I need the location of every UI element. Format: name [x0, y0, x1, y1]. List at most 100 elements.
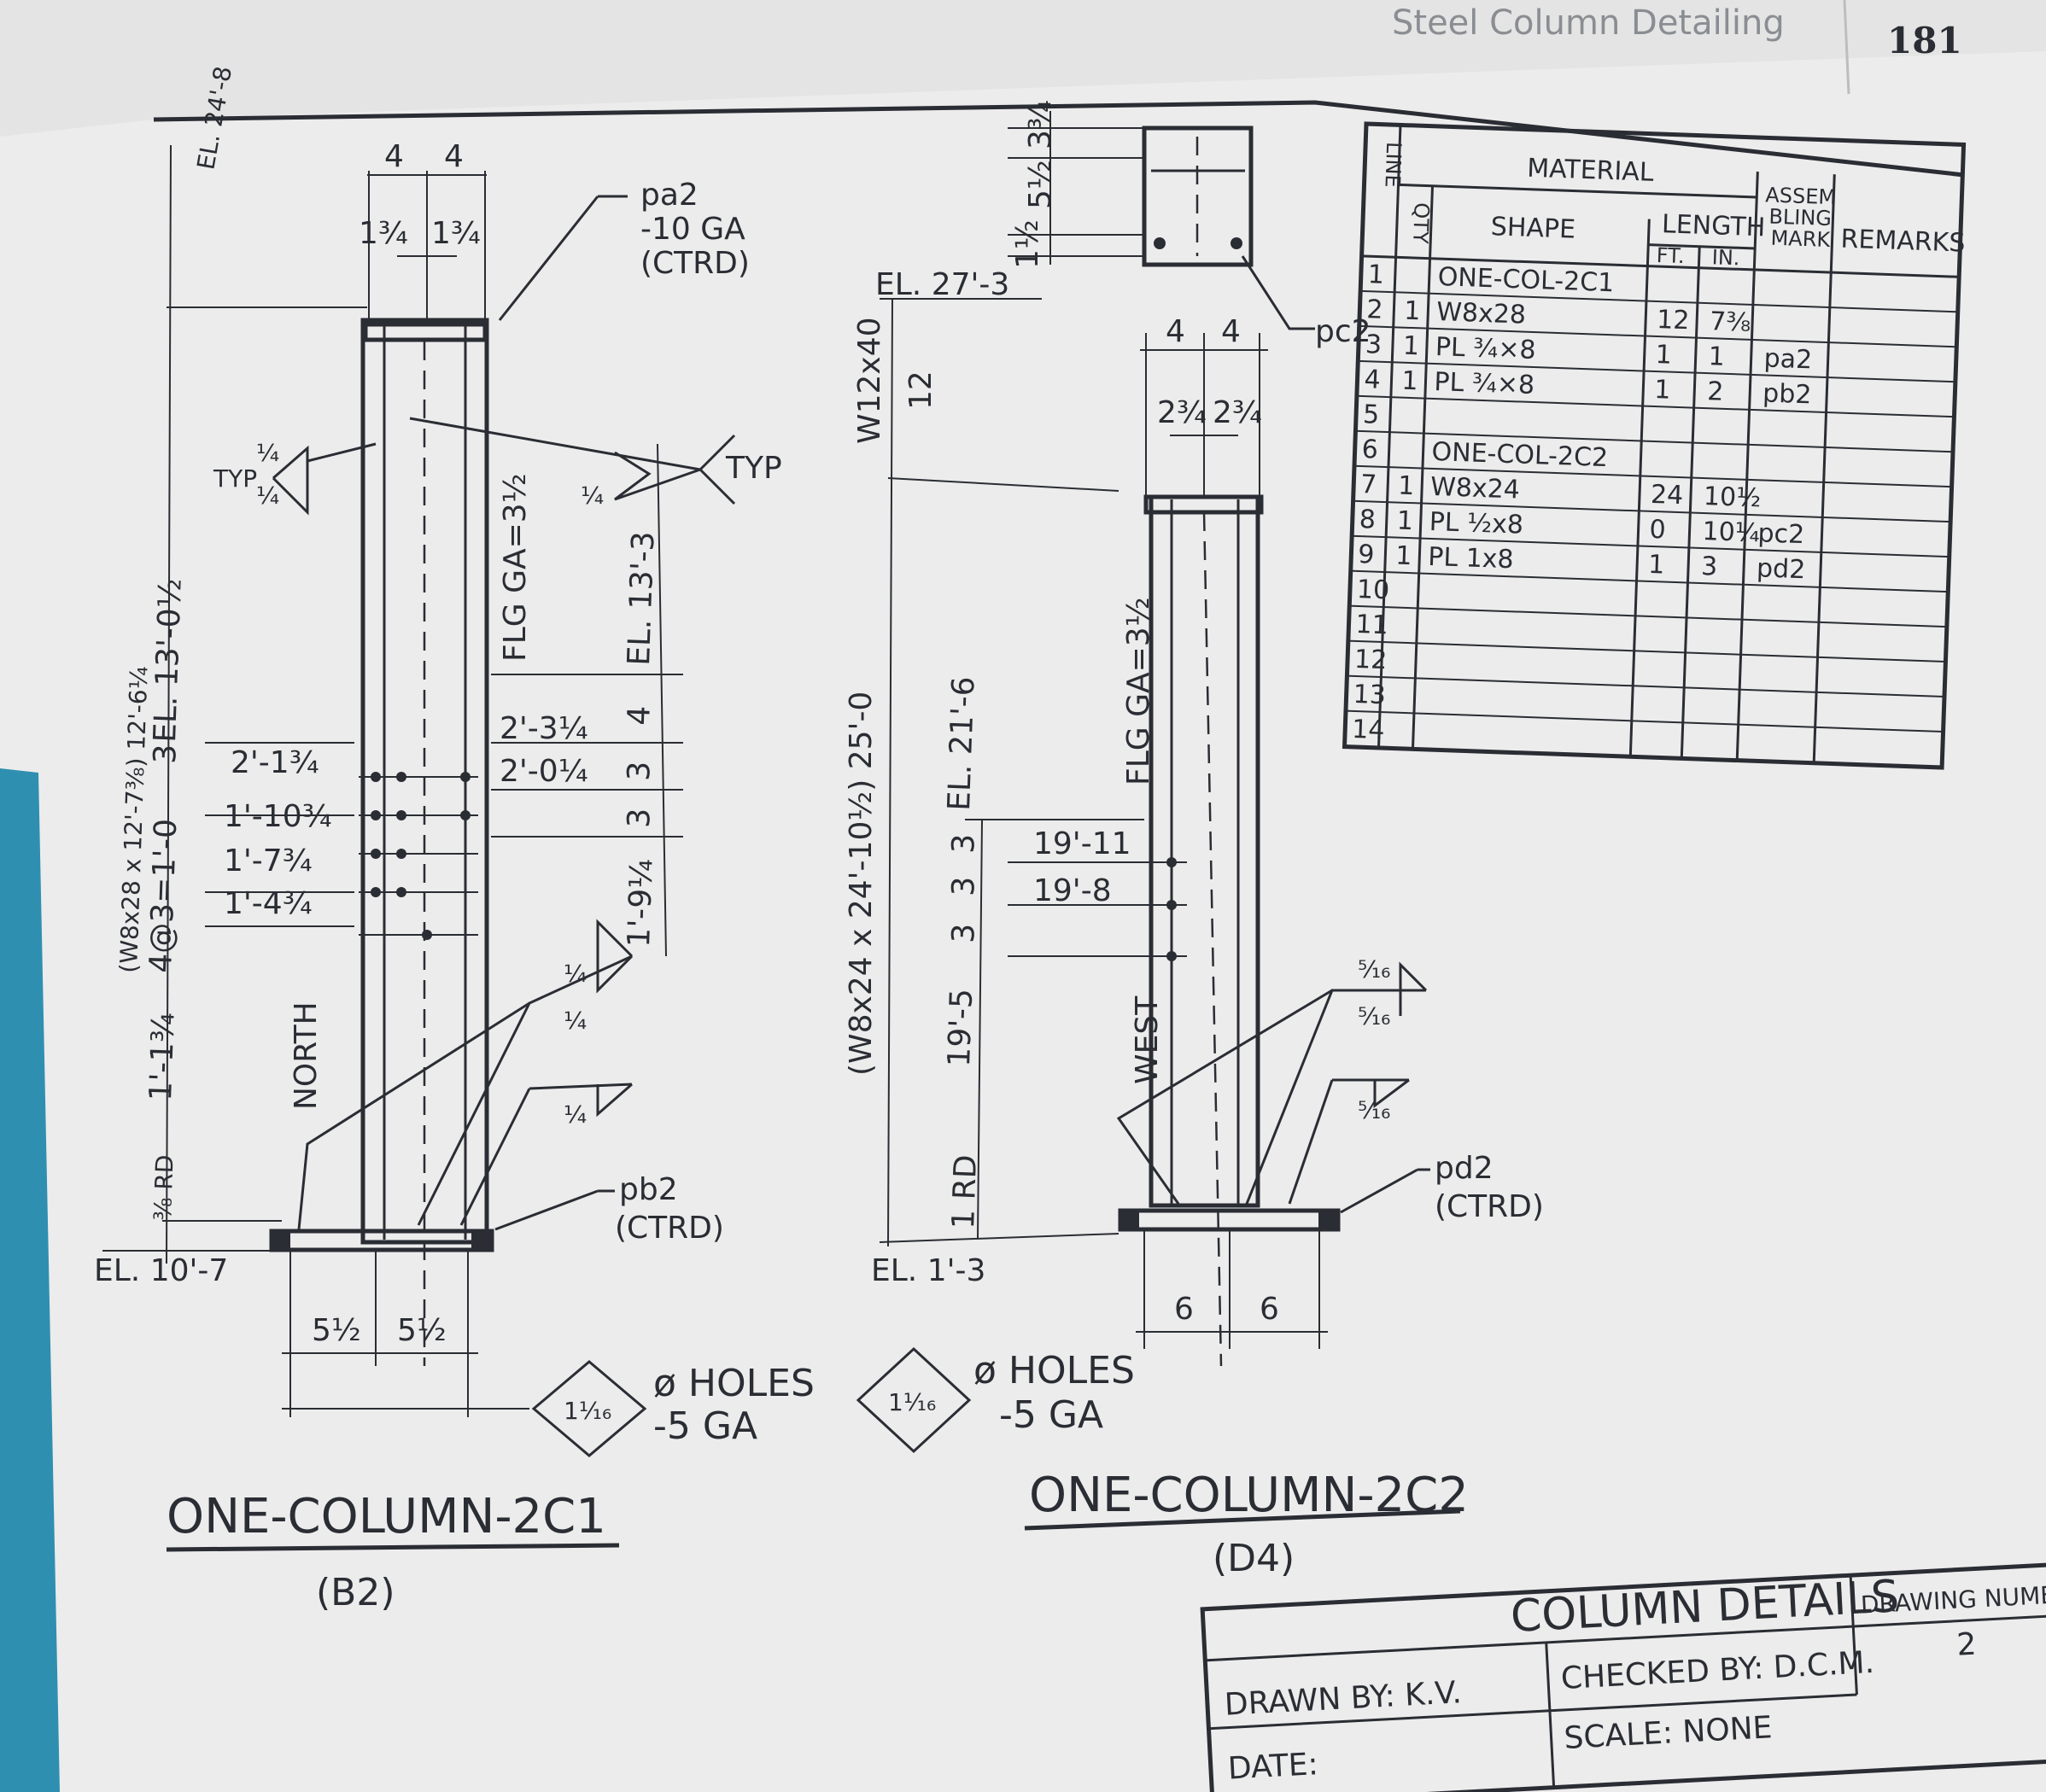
cap-plate-pc2-plan	[1142, 125, 1254, 267]
column-2c2-el-21-6: EL. 21'-6	[942, 676, 981, 812]
table-cell-shape: ONE-COL-2C2	[1431, 437, 1609, 473]
table-cell-mark: pd2	[1756, 553, 1805, 585]
table-cell-shape: PL ¾×8	[1435, 332, 1536, 365]
pa2-label: pa2	[640, 178, 699, 213]
title-block-border	[1200, 1561, 2046, 1792]
table-cell-qty: 1	[1395, 541, 1412, 572]
table-cell-line: 13	[1353, 680, 1386, 710]
table-row-rule	[1347, 674, 1945, 698]
sheet-border-top	[153, 100, 1965, 178]
table-cell-line: 4	[1364, 365, 1381, 395]
table-cell-ft: 1	[1648, 550, 1665, 581]
table-cell-ft: 0	[1649, 515, 1666, 546]
column-2c2-dim-3b: 3	[946, 876, 982, 896]
pb2-ctrd: (CTRD)	[615, 1211, 724, 1246]
column-2c2-grid-ref: (D4)	[1213, 1537, 1295, 1580]
column-2c2-top-dim-1: 4	[1166, 314, 1185, 349]
column-2c2-top-dim-3: 2¾	[1157, 395, 1207, 430]
table-cell-qty: 1	[1398, 471, 1415, 502]
table-cell-shape: PL ¾×8	[1434, 367, 1535, 400]
table-cell-line: 14	[1352, 715, 1385, 745]
base-weld-2: ¼	[564, 1007, 587, 1035]
column-2c2-dim-19-5: 19'-5	[942, 988, 979, 1067]
hole-dim-2: 1'-10¾	[224, 799, 332, 834]
weld-size-1: ¼	[256, 439, 279, 467]
holes-text-2c1: ø HOLES	[653, 1362, 815, 1405]
column-2c2-base-dim-2: 6	[1260, 1292, 1279, 1327]
pd2-label: pd2	[1435, 1151, 1494, 1186]
table-row-rule	[1360, 289, 1958, 313]
table-cell-shape: W8x28	[1436, 297, 1527, 330]
table-cell-qty: 1	[1402, 331, 1419, 362]
header-rule	[1843, 0, 1850, 95]
column-2c2-detail: 3¾ 5½ 1½ pc2 4 4 2¾ 2¾	[844, 100, 1544, 1580]
column-2c2-top-dim-4: 2¾	[1213, 395, 1262, 430]
table-cell-ft: 1	[1654, 375, 1671, 406]
column-2c1-face-north: NORTH	[289, 1001, 324, 1110]
book-title: Steel Column Detailing	[1392, 3, 1785, 43]
base-plate-hole-right	[471, 1231, 490, 1250]
base-weld-1: ¼	[564, 960, 587, 988]
table-cell-qty: 1	[1396, 506, 1413, 537]
table-cell-line: 6	[1361, 435, 1378, 465]
table-cell-qty: 1	[1401, 366, 1418, 397]
material-table: MATERIAL LINE QTY SHAPE LENGTH FT. IN. A…	[1342, 121, 1967, 770]
table-cell-ft: 1	[1655, 340, 1672, 371]
column-2c1-dim-bottom: 1'-1¾	[143, 1012, 182, 1101]
column-2c2-bottom-elevation: EL. 1'-3	[871, 1253, 985, 1288]
hole-dim-5: 2'-3¼	[500, 711, 588, 746]
column-2c1-top-dim-2: 4	[444, 139, 464, 174]
cap-dim-5-1-2: 5½	[1023, 160, 1058, 209]
column-2c2-overall-dim	[887, 298, 893, 1247]
header-remarks: REMARKS	[1840, 224, 1966, 258]
header-ft: FT.	[1656, 243, 1685, 268]
column-2c2-rd: 1 RD	[946, 1154, 984, 1229]
table-cell-line: 5	[1363, 400, 1380, 430]
column-2c1-top-dim-3: 1¾	[359, 216, 408, 251]
header-length: LENGTH	[1661, 209, 1765, 242]
previous-page-edge	[0, 0, 2046, 137]
weld-size-3: ¼	[581, 482, 604, 510]
date-label: DATE:	[1227, 1747, 1319, 1786]
header-qty: QTY	[1408, 202, 1434, 244]
column-2c1-right-dim-1-9: 1'-9¼	[622, 858, 660, 948]
column-2c2-dim-3a: 3	[946, 833, 982, 854]
column-2c2-hole-dim-1: 19'-11	[1033, 826, 1131, 861]
column-2c1-base-dim-1: 5½	[312, 1313, 361, 1348]
header-line: LINE	[1380, 142, 1406, 189]
column-2c2-top-dim-2: 4	[1221, 314, 1241, 349]
column-2c1-right-dim-3b: 3	[622, 808, 658, 828]
cap-plate-pa2	[363, 322, 488, 342]
pa2-ctrd: (CTRD)	[640, 246, 750, 281]
table-cell-mark: pc2	[1757, 518, 1805, 550]
table-cell-in: 7⅜	[1710, 306, 1751, 338]
header-mark-2: BLING	[1768, 205, 1832, 231]
table-row-rule	[1345, 709, 1944, 733]
weld-size-2: ¼	[256, 482, 279, 510]
table-cell-in: 1	[1708, 341, 1725, 372]
table-cell-line: 9	[1358, 540, 1375, 570]
table-cell-in: 3	[1701, 552, 1718, 582]
table-cell-line: 3	[1365, 330, 1382, 360]
table-cell-ft: 12	[1657, 305, 1690, 336]
table-row-rule	[1353, 464, 1952, 488]
column-2c2-hole-dim-2: 19'-8	[1033, 873, 1112, 908]
column-2c1-rd: ⅜ RD	[149, 1154, 179, 1221]
column-2c2-length-string: (W8x24 x 24'-10½) 25'-0	[844, 692, 879, 1076]
table-row-rule	[1349, 604, 1947, 628]
table-cell-line: 12	[1353, 645, 1387, 675]
column-2c2-base-dim-1: 6	[1174, 1292, 1194, 1327]
holes-diamond-2c2	[856, 1346, 972, 1454]
table-cell-qty: 1	[1404, 296, 1421, 327]
hole-dim-6: 2'-0¼	[500, 754, 588, 789]
base-weld-2c2-2: ⁵⁄₁₆	[1358, 1002, 1390, 1030]
table-cell-shape: PL 1x8	[1428, 542, 1514, 575]
table-cell-in: 2	[1707, 376, 1724, 407]
table-cell-line: 2	[1366, 295, 1383, 325]
table-row-rule	[1356, 394, 1955, 418]
book-spine	[0, 768, 60, 1792]
base-plate-hole-left	[272, 1231, 290, 1250]
